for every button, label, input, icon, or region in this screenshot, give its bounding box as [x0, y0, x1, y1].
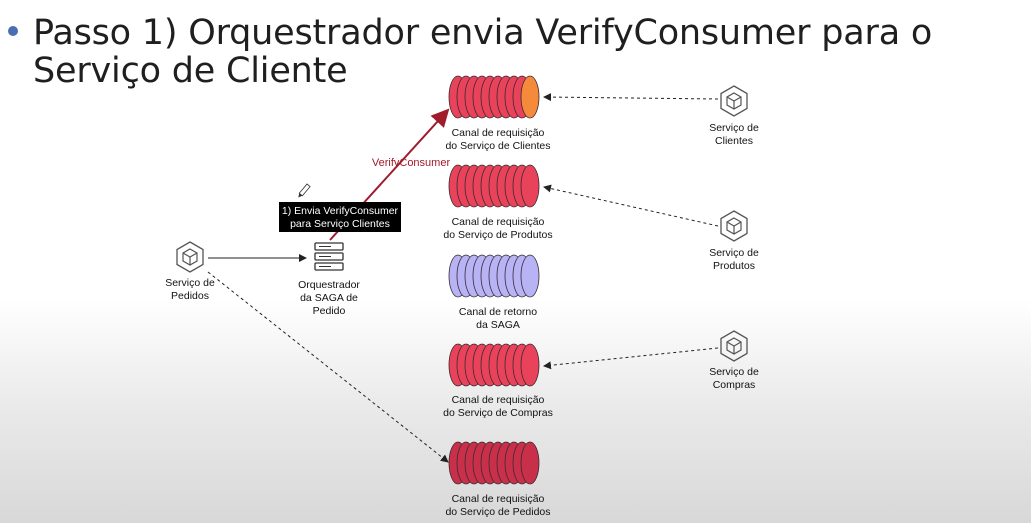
compras-channel-label-line2: do Serviço de Compras	[443, 407, 553, 419]
verifyconsumer-label: VerifyConsumer	[372, 157, 451, 169]
cube-icon	[720, 330, 748, 362]
queue-disk	[520, 441, 540, 485]
compras-service-label-line2: Compras	[713, 379, 756, 391]
clientes-channel-label-line1: Canal de requisição	[452, 127, 545, 139]
tooltip-line2: para Serviço Clientes	[290, 218, 390, 230]
produtos-channel-queue	[448, 164, 540, 208]
pedidos-channel-queue	[448, 441, 540, 485]
server-icon	[314, 242, 344, 271]
cube-icon	[720, 210, 748, 242]
slide-title: Passo 1) Orquestrador envia VerifyConsum…	[8, 14, 1018, 90]
compras-channel-queue	[448, 343, 540, 387]
queue-disk	[520, 343, 540, 387]
compras-service-label-line1: Serviço de	[709, 366, 759, 378]
slide-title-text: Passo 1) Orquestrador envia VerifyConsum…	[33, 13, 933, 91]
clientes-service-label-line2: Clientes	[715, 135, 753, 147]
tooltip: 1) Envia VerifyConsumer para Serviço Cli…	[279, 183, 401, 232]
pedidos-channel-label-line1: Canal de requisição	[452, 493, 545, 505]
produtos-channel-label-line1: Canal de requisição	[452, 216, 545, 228]
produtos-service-label-line1: Serviço de	[709, 247, 759, 259]
retorno-channel-label-line1: Canal de retorno	[459, 306, 537, 318]
queue-disk	[520, 75, 540, 119]
produtos-service-label-line2: Produtos	[713, 260, 755, 272]
pedidos-channel-label-line2: do Serviço de Pedidos	[445, 506, 550, 518]
orchestrator-label-line3: Pedido	[313, 305, 346, 317]
clientes-channel-queue	[448, 75, 540, 119]
pedidos-service-label-line2: Pedidos	[171, 290, 209, 302]
queues-group	[448, 75, 540, 485]
tooltip-line1: 1) Envia VerifyConsumer	[282, 205, 399, 217]
compras-subscription-arrow	[543, 347, 719, 370]
bullet-point	[8, 26, 18, 36]
orchestrator-label-line2: da SAGA de	[300, 292, 358, 304]
queue-disk	[520, 164, 540, 208]
retorno-channel-queue	[448, 254, 540, 298]
clientes-channel-label-line2: do Serviço de Clientes	[445, 140, 550, 152]
produtos-channel-label-line2: do Serviço de Produtos	[443, 229, 552, 241]
retorno-channel-label-line2: da SAGA	[476, 319, 520, 331]
clientes-service-label-line1: Serviço de	[709, 122, 759, 134]
compras-channel-label-line1: Canal de requisição	[452, 394, 545, 406]
pencil-icon	[298, 183, 311, 198]
queue-disk	[520, 254, 540, 298]
pedidos-service-label-line1: Serviço de	[165, 277, 215, 289]
clientes-subscription-arrow	[543, 93, 719, 102]
cube-icon	[176, 241, 204, 273]
cube-icon	[720, 85, 748, 117]
orchestrator-label-line1: Orquestrador	[298, 279, 360, 291]
produtos-subscription-arrow	[543, 184, 719, 227]
